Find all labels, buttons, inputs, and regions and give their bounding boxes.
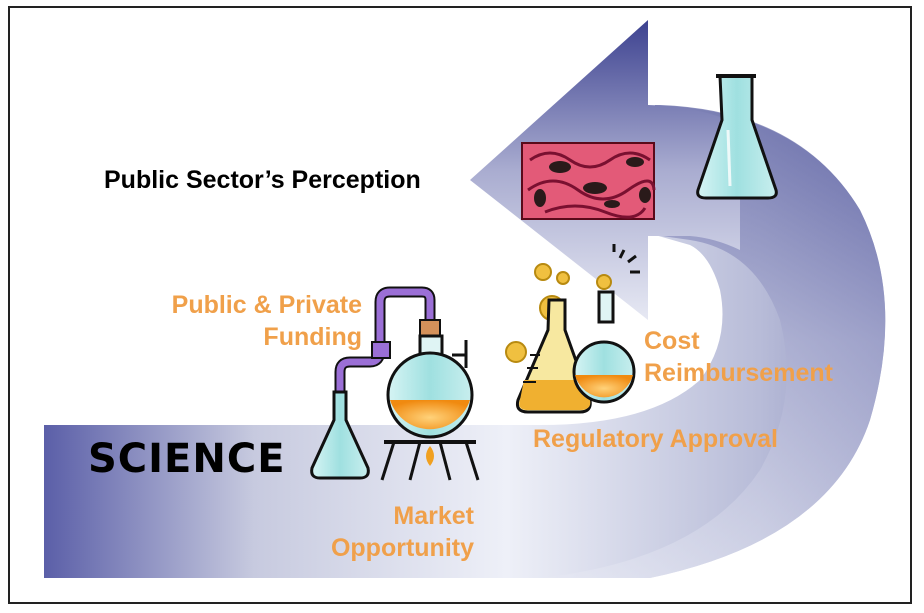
science-label: SCIENCE [88, 436, 286, 482]
public-sector-perception-label: Public Sector’s Perception [104, 166, 421, 194]
distillation-apparatus-icon [310, 286, 480, 481]
boiling-flasks-icon [505, 244, 640, 414]
cells-icon [521, 142, 656, 220]
erlenmeyer-flask-icon [696, 74, 778, 200]
market-label-line-2: Opportunity [330, 534, 474, 562]
regulatory-approval-label: Regulatory Approval [533, 425, 778, 453]
funding-label-line-1: Public & Private [171, 291, 362, 319]
cost-label-line-1: Cost [644, 327, 700, 355]
cost-reimbursement-label: Cost Reimbursement [644, 325, 833, 389]
cost-label-line-2: Reimbursement [644, 359, 833, 387]
funding-label: Public & Private Funding [122, 289, 362, 353]
market-opportunity-label: Market Opportunity [300, 500, 474, 564]
funding-label-line-2: Funding [263, 323, 362, 351]
market-label-line-1: Market [393, 502, 474, 530]
